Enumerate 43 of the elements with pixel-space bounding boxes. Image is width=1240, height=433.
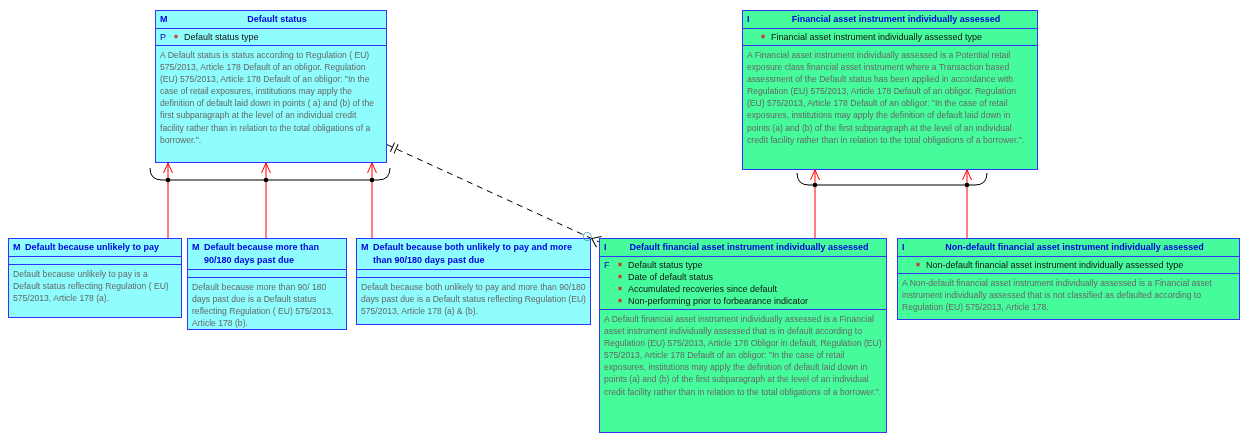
entity-type-letter: M xyxy=(361,241,370,254)
entity-box xyxy=(155,10,387,163)
entity-name: Default because both unlikely to pay and more than 90/180 days past due xyxy=(373,241,574,267)
attribute-text: Accumulated recoveries since default xyxy=(628,283,778,295)
entity-box xyxy=(742,10,1038,170)
key-marker: F xyxy=(604,259,611,271)
subtype-arrow xyxy=(163,162,173,239)
attribute-text: Financial asset instrument individually assessed type xyxy=(771,31,983,43)
attribute-text: Date of default status xyxy=(628,271,714,283)
entity-type-letter: I xyxy=(747,13,751,26)
entity-description: A Financial asset instrument individually assessed is a Potential retail exposure class financial asset instrument where a Transaction based assessment of the Default status has been applied in accordance with Regulation (EU) 575/2013, Article 178 Default of an obligor. Regulation (EU) 575/2013, Article 178 Default of an obligor: "In the case of retail exposures, institutions may apply the definition of default laid down in points (a) and (b) of the first subparagraph at the level of an individual credit facility rather than in relation to the total obligations of a borrower.". xyxy=(746,49,1026,147)
entity-name: Default because unlikely to pay xyxy=(25,241,161,254)
entity-type-letter: M xyxy=(160,13,169,26)
attribute-text: Default status type xyxy=(628,259,703,271)
entity-box xyxy=(897,238,1240,320)
entity-name: Default status xyxy=(246,13,308,26)
entity-type-letter: M xyxy=(192,241,201,254)
entity-description: A Default status is status according to Regulation ( EU) 575/2013, Article 178 Default of an obligor. Regulation (EU) 575/2013, Article 178 Default of an obligor: "In the case of retail exposures, institutions may apply the definition of default laid down in points ( a) and (b) of the first subparagraph at the level of an individual credit facility rather than in relation to the total obligations of a borrower.". xyxy=(159,49,376,147)
entity-name: Financial asset instrument individually assessed xyxy=(790,13,1002,26)
entity-type-letter: M xyxy=(13,241,22,254)
entity-name: Non-default financial asset instrument individually assessed xyxy=(944,241,1205,254)
entity-box xyxy=(356,238,591,325)
subtype-arrow xyxy=(367,162,377,239)
entity-type-letter: I xyxy=(604,241,608,254)
entity-description: A Default financial asset instrument individually assessed is a Financial asset instrument individually assessed that is in default according to Regulation (EU) 575/2013, Article 178 Obligor in default. Regulation (EU) 575/2013, Article 178 Default of an obligor: "In the case of retail exposures, institutions may apply the definition of default laid down in points (a) and (b) of the first subparagraph at the level of an individual credit facility rather than in relation to the total obligations of a borrower.". xyxy=(603,313,883,399)
entity-box xyxy=(8,238,182,318)
entity-description: Default because more than 90/ 180 days past due is a Default status reflecting Regulation ( EU) 575/2013, Article 178 (b). xyxy=(191,281,335,331)
entity-description: Default because unlikely to pay is a Default status reflecting Regulation ( EU) 575/2013, Article 178 (a). xyxy=(12,268,170,306)
entity-name: Default because more than 90/180 days past due xyxy=(204,241,321,267)
relationship-line xyxy=(386,142,602,248)
key-marker: P xyxy=(160,31,167,43)
attribute-text: Default status type xyxy=(184,31,259,43)
entity-box xyxy=(187,238,347,330)
entity-description: Default because both unlikely to pay and more than 90/180 days past due is a Default status reflecting Regulation (EU) 575/2013, Article 178 (a) & (b). xyxy=(360,281,587,319)
subtype-arrow xyxy=(810,169,820,239)
attribute-text: Non-default financial asset instrument individually assessed type xyxy=(926,259,1184,271)
entity-name: Default financial asset instrument individually assessed xyxy=(628,241,870,254)
entity-type-letter: I xyxy=(902,241,906,254)
attribute-text: Non-performing prior to forbearance indicator xyxy=(628,295,809,307)
entity-box xyxy=(599,238,887,433)
entity-description: A Non-default financial asset instrument individually assessed is a Financial asset instrument individually assessed that is not classified as defaulted according to Regulation (EU) 575/2013, Article 178. xyxy=(901,277,1213,315)
subtype-arrow xyxy=(261,162,271,239)
subtype-arrow xyxy=(962,169,972,239)
